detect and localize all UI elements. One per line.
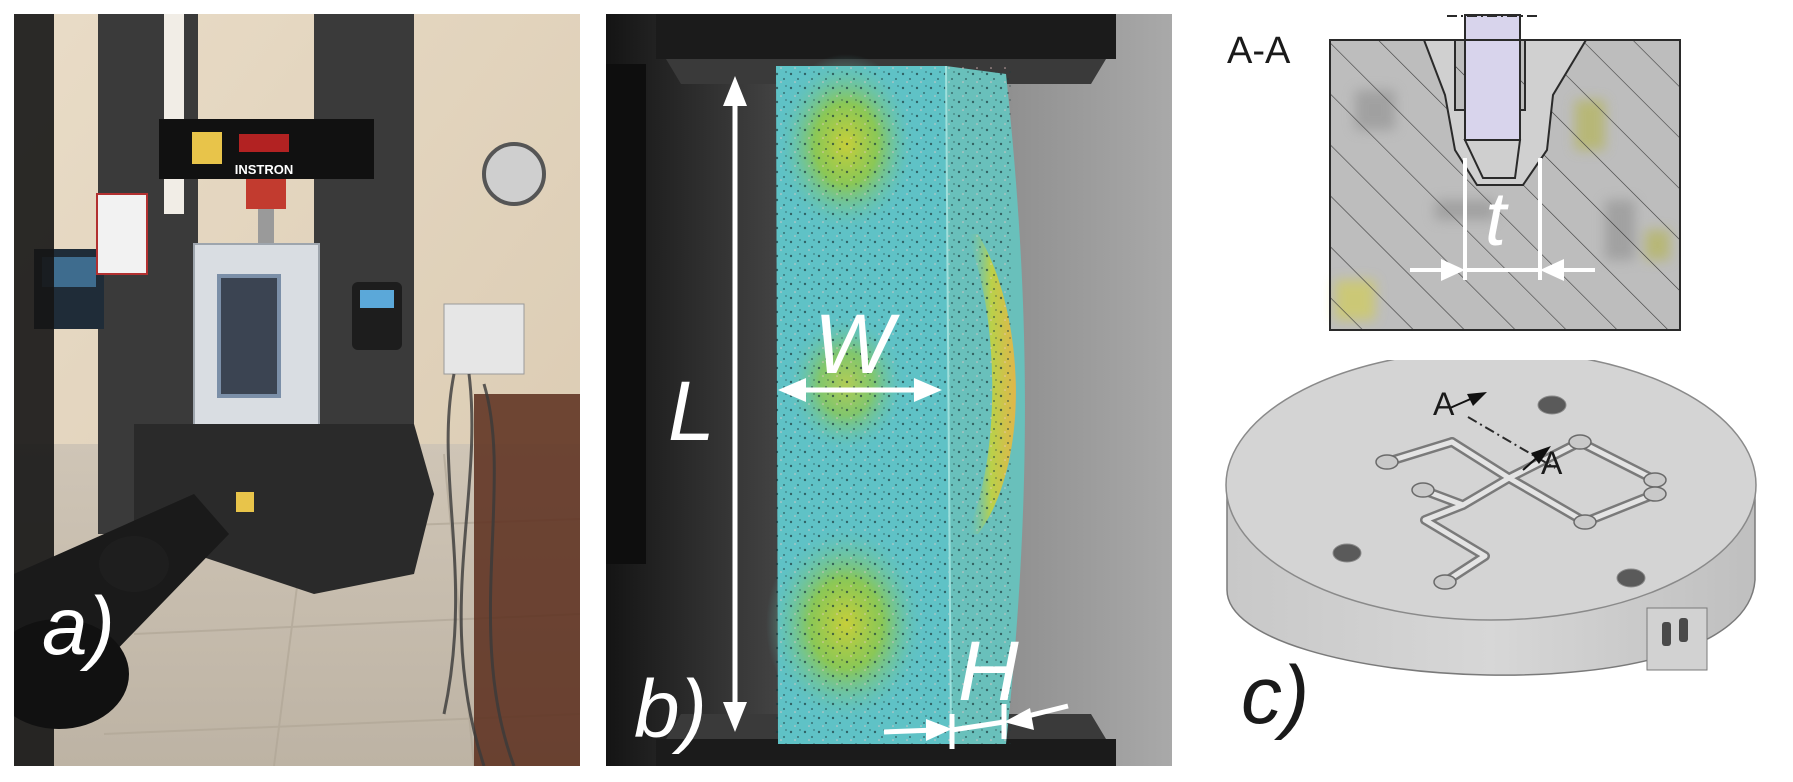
wall-notice [96, 193, 148, 275]
section-arrows [1449, 392, 1551, 471]
hole-1 [1537, 395, 1567, 415]
chamber-window [217, 274, 281, 398]
upper-clamp [656, 14, 1116, 59]
cut-label-bottom: A [1541, 445, 1563, 481]
left-guide [606, 64, 646, 564]
hole-3 [1616, 568, 1646, 588]
probe [1464, 14, 1521, 141]
dimension-H-arrow [883, 703, 1069, 749]
cut-label-top: A [1433, 386, 1455, 422]
section-border [1329, 39, 1681, 331]
poster-strip [164, 14, 184, 214]
connector-slot-2 [1679, 618, 1688, 642]
rod [258, 209, 274, 249]
camera-lens [99, 536, 169, 592]
dic-specimen-illustration [606, 14, 1172, 766]
panel-c-label: c) [1241, 650, 1310, 741]
dimension-t-label: t [1485, 177, 1507, 262]
brand-text: INSTRON [235, 162, 294, 177]
cables [442, 373, 516, 766]
hole-2 [1332, 543, 1362, 563]
connector-slot-1 [1662, 622, 1671, 646]
plate-view [1225, 360, 1757, 676]
warning-sticker [192, 132, 222, 164]
test-machine-illustration: INSTRON [14, 14, 580, 766]
brand-badge [239, 134, 289, 152]
groove-pads [1375, 434, 1667, 590]
camera-body [14, 619, 129, 729]
groove-highlights [1384, 439, 1658, 585]
pendant-screen [360, 290, 394, 308]
dimension-W-label: W [814, 297, 894, 391]
panel-b-label: b) [634, 664, 707, 755]
dial-gauge [482, 142, 546, 206]
dimension-W-arrow [778, 378, 942, 402]
base-sticker [236, 492, 254, 512]
dimension-H-label: H [958, 624, 1019, 718]
panel-c-cad: A-A t [1185, 0, 1793, 782]
speckle-pattern [776, 66, 1011, 744]
dimension-L-arrow [723, 76, 747, 732]
bolt-holes [1332, 395, 1646, 588]
load-cell [246, 179, 286, 209]
connector-block [1646, 607, 1708, 671]
panel-a-label: a) [42, 581, 115, 672]
panel-b-photo: L W H b) [606, 14, 1172, 766]
dimension-L-label: L [668, 364, 715, 458]
dimension-t-arrow [1410, 158, 1595, 281]
probe-tip [1463, 139, 1522, 179]
panel-a-photo: INSTRON a) [14, 14, 580, 766]
section-view [1329, 14, 1681, 331]
specimen-edge [945, 65, 952, 745]
section-title: A-A [1227, 30, 1291, 72]
side-equipment [443, 303, 525, 375]
